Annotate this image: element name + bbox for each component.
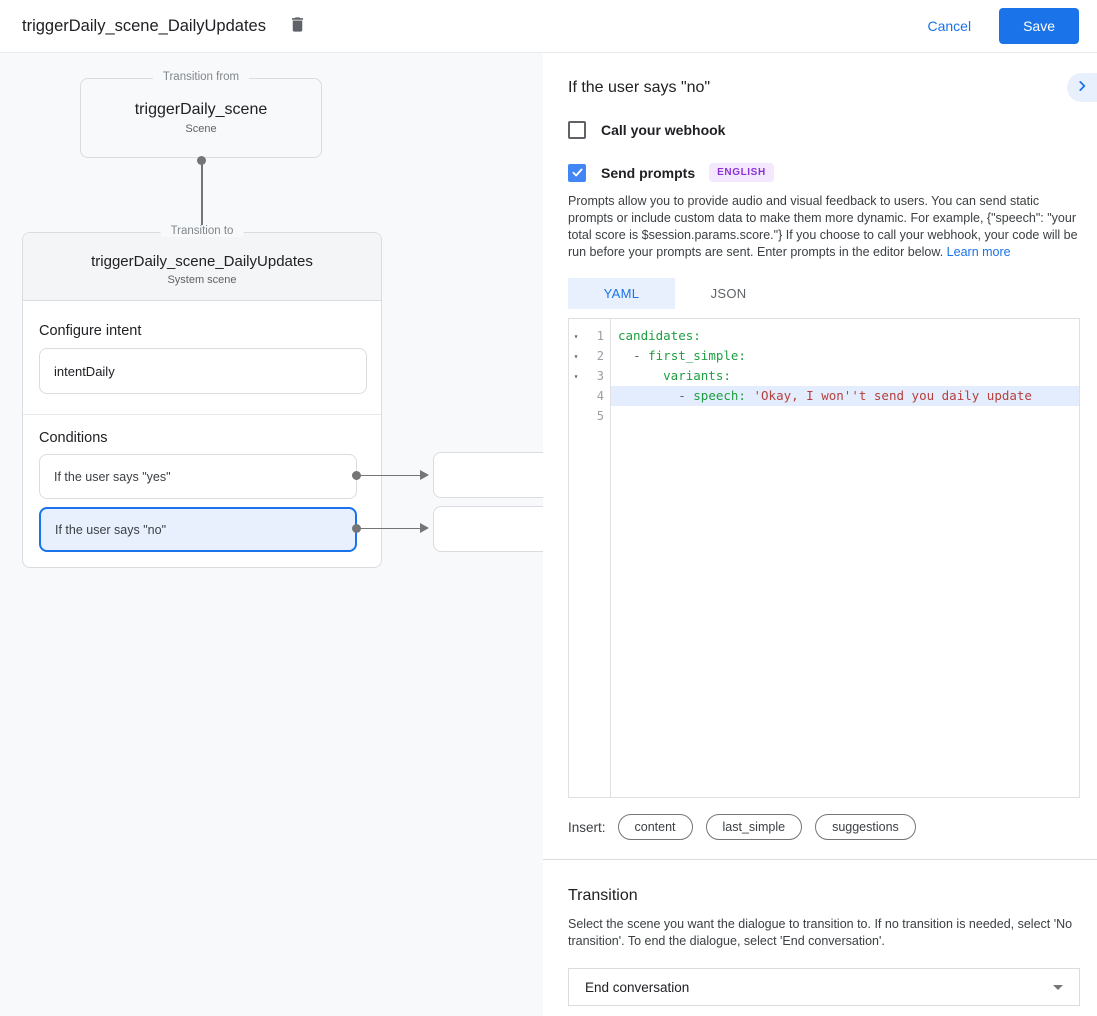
line-number: 3 (596, 369, 604, 383)
code-line[interactable]: variants: (663, 368, 731, 383)
flow-arrow-yes (352, 470, 430, 481)
code-lines[interactable]: candidates: - first_simple: variants: - … (611, 319, 1079, 797)
panel-title: If the user says "no" (568, 79, 711, 96)
insert-chip-content[interactable]: content (617, 814, 693, 840)
transition-description: Select the scene you want the dialogue t… (568, 917, 1073, 948)
node-divider (23, 414, 381, 415)
code-line[interactable] (611, 406, 1079, 426)
page-title: triggerDaily_scene_DailyUpdates (22, 16, 266, 35)
insert-row: Insert: content last_simple suggestions (543, 814, 1097, 840)
tab-yaml[interactable]: YAML (568, 278, 675, 309)
code-line[interactable]: candidates: (618, 328, 701, 343)
webhook-label: Call your webhook (601, 122, 726, 138)
webhook-row: Call your webhook (543, 121, 1097, 139)
editor-tabs: YAML JSON (543, 278, 1097, 309)
condition-row-no[interactable]: If the user says "no" (39, 507, 357, 552)
from-scene-subtitle: Scene (185, 123, 217, 135)
conditions-label: Conditions (39, 430, 108, 446)
flow-arrow-no (352, 523, 430, 534)
prompts-description: Prompts allow you to provide audio and v… (543, 193, 1097, 261)
insert-label: Insert: (568, 819, 606, 835)
insert-chip-suggestions[interactable]: suggestions (815, 814, 916, 840)
line-number: 4 (596, 389, 604, 403)
save-button[interactable]: Save (999, 8, 1079, 44)
prompts-description-text: Prompts allow you to provide audio and v… (568, 194, 1078, 259)
tab-json[interactable]: JSON (710, 286, 747, 301)
send-prompts-checkbox[interactable] (568, 163, 586, 182)
dropdown-caret-icon (1053, 984, 1063, 990)
fold-toggle-icon[interactable]: ▾ (573, 351, 579, 361)
delete-scene-button[interactable] (286, 14, 310, 38)
target-node-no[interactable] (433, 506, 563, 552)
transition-from-legend: Transition from (152, 71, 250, 83)
transition-to-node[interactable]: Transition to triggerDaily_scene_DailyUp… (22, 225, 382, 568)
to-scene-header: triggerDaily_scene_DailyUpdates System s… (23, 233, 381, 301)
to-scene-title: triggerDaily_scene_DailyUpdates (91, 253, 313, 270)
transition-select-value: End conversation (585, 979, 690, 995)
send-prompts-row: Send prompts ENGLISH (543, 163, 1097, 182)
line-number: 2 (596, 349, 604, 363)
panel-divider (543, 859, 1097, 860)
learn-more-link[interactable]: Learn more (946, 245, 1011, 259)
condition-row-yes[interactable]: If the user says "yes" (39, 454, 357, 499)
collapse-panel-button[interactable] (1067, 73, 1097, 102)
line-number: 1 (596, 329, 604, 343)
intent-field[interactable] (39, 348, 367, 394)
language-badge: ENGLISH (709, 163, 774, 182)
configure-intent-label: Configure intent (39, 323, 142, 339)
trash-icon (288, 15, 307, 37)
fold-toggle-icon[interactable]: ▾ (573, 331, 579, 341)
transition-title: Transition (568, 887, 638, 904)
transition-select[interactable]: End conversation (568, 968, 1080, 1006)
transition-from-node[interactable]: Transition from triggerDaily_scene Scene (80, 71, 322, 158)
line-number: 5 (596, 409, 604, 423)
fold-toggle-icon[interactable]: ▾ (573, 371, 579, 381)
transition-to-legend: Transition to (160, 225, 244, 237)
top-bar: triggerDaily_scene_DailyUpdates Cancel S… (0, 0, 1097, 53)
prompt-code-editor[interactable]: ▾ 1 ▾ 2 ▾ 3 4 5 candidates: - first_simple: var… (568, 318, 1080, 798)
code-line[interactable]: - speech: 'Okay, I won''t send you daily… (611, 386, 1079, 406)
target-node-yes[interactable] (433, 452, 563, 498)
send-prompts-label: Send prompts (601, 164, 696, 181)
editor-gutter: ▾ 1 ▾ 2 ▾ 3 4 5 (569, 319, 611, 797)
code-line[interactable]: - first_simple: (633, 348, 746, 363)
webhook-checkbox[interactable] (568, 121, 586, 139)
insert-chip-last_simple[interactable]: last_simple (705, 814, 803, 840)
cancel-button[interactable]: Cancel (927, 18, 972, 34)
to-scene-subtitle: System scene (167, 274, 237, 286)
condition-detail-panel: If the user says "no" Call your webhook … (543, 53, 1097, 1016)
insert-chips: content last_simple suggestions (617, 814, 929, 840)
from-scene-title: triggerDaily_scene (134, 101, 268, 118)
chevron-right-icon (1075, 79, 1089, 96)
